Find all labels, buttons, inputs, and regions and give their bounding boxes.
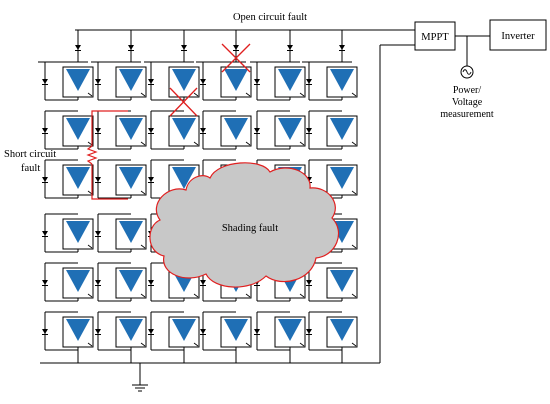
pv-string (91, 30, 147, 363)
pv-panel (62, 316, 94, 348)
shading-fault-label: Shading fault (222, 223, 278, 234)
bypass-diode-icon (254, 62, 260, 100)
measurement-label-line3: measurement (440, 109, 494, 120)
bypass-diode-icon (148, 111, 154, 149)
pv-panel (115, 267, 147, 299)
pv-panel (274, 316, 306, 348)
pv-panel (115, 66, 147, 98)
pv-panel (115, 115, 147, 147)
short-circuit-label-line1: Short circuit (4, 149, 56, 160)
inverter-label: Inverter (501, 31, 535, 42)
pv-panel (115, 316, 147, 348)
inverter-block: Inverter (489, 19, 547, 51)
pv-string (38, 30, 94, 363)
bypass-diode-icon (148, 312, 154, 350)
bypass-diode-icon (306, 312, 312, 350)
short-circuit-label-line2: fault (21, 163, 40, 174)
pv-panel (62, 66, 94, 98)
pv-panel (326, 267, 358, 299)
pv-panel (274, 115, 306, 147)
pv-panel (326, 316, 358, 348)
pv-panel (326, 115, 358, 147)
bypass-diode-icon (200, 62, 206, 100)
bypass-diode-icon (42, 62, 48, 100)
pv-panel (326, 164, 358, 196)
measurement-label-line2: Voltage (452, 97, 483, 108)
pv-panel (220, 115, 252, 147)
pv-panel (115, 164, 147, 196)
measurement-label-line1: Power/ (453, 85, 482, 96)
bypass-diode-icon (42, 160, 48, 198)
bypass-diode-icon (254, 111, 260, 149)
pv-panel (326, 66, 358, 98)
blocking-diode-icon (181, 45, 187, 51)
mppt-block: MPPT (414, 21, 456, 51)
blocking-diode-icon (128, 45, 134, 51)
pv-panel (220, 316, 252, 348)
ac-source-icon (460, 65, 474, 79)
bypass-diode-icon (306, 111, 312, 149)
bypass-diode-icon (95, 111, 101, 149)
bypass-diode-icon (95, 312, 101, 350)
bypass-diode-icon (306, 62, 312, 100)
pv-panel (62, 115, 94, 147)
pv-panel (115, 218, 147, 250)
pv-panel (220, 66, 252, 98)
pv-panel (62, 267, 94, 299)
blocking-diode-icon (287, 45, 293, 51)
bypass-diode-icon (42, 312, 48, 350)
bypass-diode-icon (200, 111, 206, 149)
pv-panel (168, 115, 200, 147)
bypass-diode-icon (148, 263, 154, 301)
bypass-diode-icon (254, 312, 260, 350)
blocking-diode-icon (233, 45, 239, 51)
pv-panel (62, 164, 94, 196)
bypass-diode-icon (42, 111, 48, 149)
bypass-diode-icon (42, 263, 48, 301)
ground-icon (132, 363, 148, 392)
open-circuit-fault-mark (169, 43, 251, 117)
shading-cloud: Shading fault (149, 162, 340, 288)
bypass-diode-icon (42, 214, 48, 252)
bypass-diode-icon (95, 263, 101, 301)
bypass-diode-icon (148, 62, 154, 100)
blocking-diode-icon (75, 45, 81, 51)
pv-panel (62, 218, 94, 250)
short-circuit-fault-path (86, 110, 128, 200)
pv-panel (274, 66, 306, 98)
bypass-diode-icon (200, 312, 206, 350)
bypass-diode-icon (95, 214, 101, 252)
pv-panel (168, 316, 200, 348)
blocking-diode-icon (339, 45, 345, 51)
bypass-diode-icon (95, 160, 101, 198)
mppt-label: MPPT (421, 32, 449, 43)
open-circuit-fault-label: Open circuit fault (233, 12, 307, 23)
bypass-diode-icon (95, 62, 101, 100)
bypass-diode-icon (148, 160, 154, 198)
